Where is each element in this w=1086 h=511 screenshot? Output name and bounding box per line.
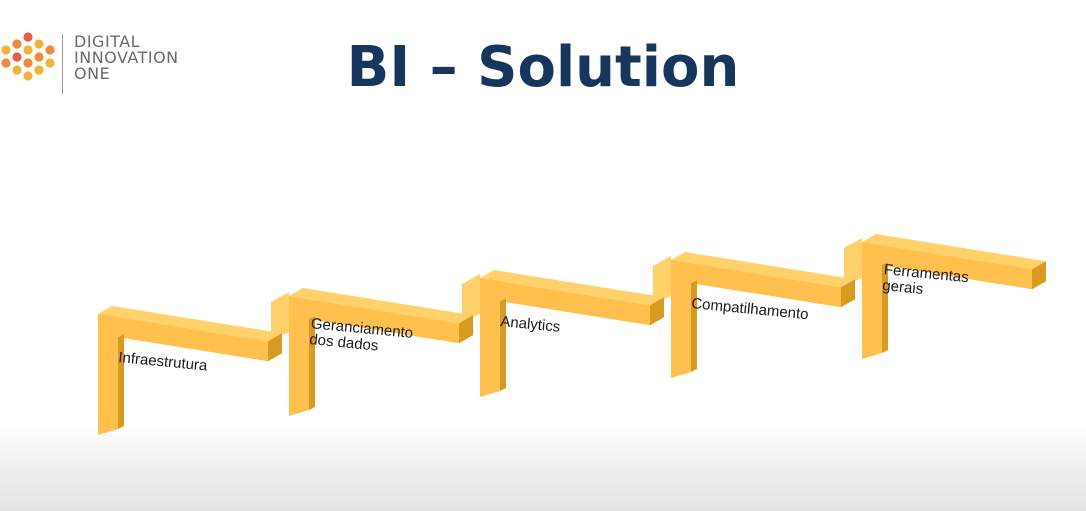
- post-side-face: [691, 280, 697, 372]
- step-1: Infraestrutura: [98, 292, 289, 435]
- post-side-face: [882, 262, 888, 353]
- post-front-face: [289, 296, 309, 416]
- logo-dot: [45, 45, 55, 55]
- post-front-face: [480, 278, 500, 397]
- beam-front-face: [480, 278, 650, 326]
- logo-wordmark: DIGITAL INNOVATION ONE: [74, 34, 179, 82]
- logo-dot: [34, 65, 44, 75]
- step-label-line: Infraestrutura: [118, 349, 209, 375]
- step-connector: [462, 274, 480, 322]
- beam-top-face: [862, 234, 1046, 270]
- beam-front-face: [289, 296, 459, 344]
- step-connector: [844, 238, 862, 286]
- logo-line-1: DIGITAL: [74, 32, 141, 51]
- logo-dot: [12, 52, 22, 62]
- logo-line-3: ONE: [74, 64, 111, 83]
- beam-end-face: [841, 279, 855, 308]
- logo-dot: [34, 52, 44, 62]
- beam-front-face: [671, 260, 841, 308]
- beam-front-face: [98, 314, 268, 362]
- logo-dot: [23, 71, 33, 81]
- post-side-face: [500, 298, 506, 391]
- step-4: Compatilhamento: [671, 238, 862, 378]
- logo-line-2: INNOVATION: [74, 48, 179, 67]
- post-side-face: [309, 316, 315, 410]
- logo-dot: [12, 65, 22, 75]
- beam-end-face: [459, 315, 473, 344]
- beam-top-face: [98, 306, 282, 342]
- beam-top-face: [480, 270, 664, 306]
- logo-dot: [23, 32, 33, 42]
- step-3: Analytics: [480, 256, 671, 397]
- slide-title: BI – Solution: [346, 35, 740, 100]
- step-label-line: dos dados: [309, 331, 380, 355]
- post-front-face: [671, 260, 691, 378]
- step-label-line: Compatilhamento: [691, 295, 810, 323]
- logo-dot: [23, 58, 33, 68]
- step-label: Compatilhamento: [691, 295, 810, 323]
- hexagon-dots-icon: [1, 32, 55, 81]
- beam-end-face: [1032, 261, 1046, 290]
- logo-dot: [1, 45, 11, 55]
- logo-dot: [12, 39, 22, 49]
- post-side-face: [118, 334, 124, 429]
- beam-top-face: [671, 252, 855, 288]
- step-connector: [271, 292, 289, 340]
- step-label: Infraestrutura: [118, 349, 209, 375]
- logo-divider: [62, 34, 63, 94]
- beam-top-face: [289, 288, 473, 324]
- brand-logo: DIGITAL INNOVATION ONE: [0, 30, 220, 100]
- step-2: Geranciamentodos dados: [289, 274, 480, 416]
- post-front-face: [98, 314, 118, 435]
- beam-front-face: [862, 242, 1032, 290]
- step-5: Ferramentasgerais: [862, 234, 1046, 359]
- step-label: Ferramentasgerais: [882, 261, 970, 302]
- logo-dot: [23, 45, 33, 55]
- logo-dot: [34, 39, 44, 49]
- logo-dot: [45, 58, 55, 68]
- step-label-line: Analytics: [500, 313, 561, 336]
- step-connector: [653, 256, 671, 304]
- step-label: Analytics: [500, 313, 561, 336]
- step-label-line: gerais: [882, 277, 924, 298]
- logo-dot: [1, 58, 11, 68]
- beam-end-face: [650, 297, 664, 326]
- post-front-face: [862, 242, 882, 359]
- beam-end-face: [268, 333, 282, 362]
